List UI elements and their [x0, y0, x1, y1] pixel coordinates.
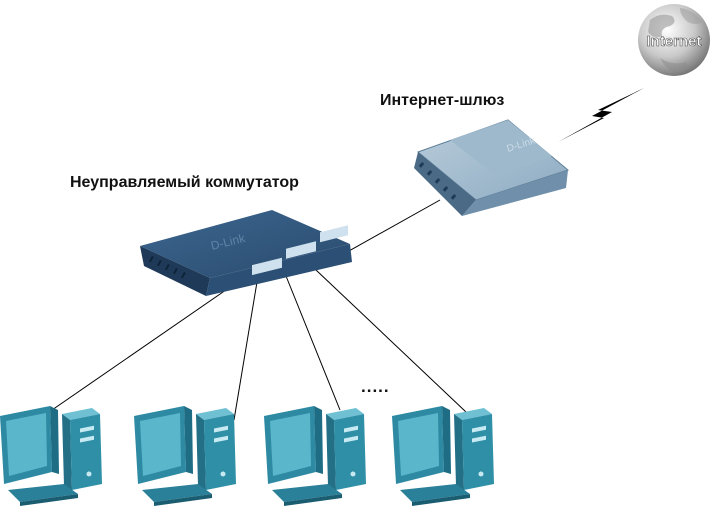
gateway-device: D-Link	[414, 119, 570, 216]
gateway-label: Интернет-шлюз	[380, 92, 505, 109]
pc-2	[134, 406, 236, 506]
desktop-computer-icon	[134, 406, 236, 506]
link-switch-gateway	[339, 199, 441, 257]
more-computers-ellipsis: .....	[361, 377, 390, 396]
lightning-icon	[558, 88, 644, 142]
pc-1	[0, 406, 102, 506]
link-switch-pc-4	[315, 269, 467, 413]
internet-globe: Internet	[638, 4, 710, 76]
desktop-computer-icon	[392, 406, 494, 506]
globe-label: Internet	[646, 33, 701, 50]
link-switch-pc-2	[233, 275, 259, 421]
link-switch-pc-1	[51, 271, 253, 411]
connection-lines	[51, 199, 467, 421]
switch-device: D-Link	[140, 210, 352, 296]
router-icon: D-Link	[414, 119, 570, 216]
link-switch-pc-3	[285, 275, 341, 411]
desktop-computer-icon	[0, 406, 102, 506]
globe-icon	[638, 4, 710, 76]
pc-3	[264, 406, 366, 506]
pc-4	[392, 406, 494, 506]
switch-label: Неуправляемый коммутатор	[70, 174, 299, 191]
switch-icon: D-Link	[140, 210, 352, 296]
desktop-computer-icon	[264, 406, 366, 506]
